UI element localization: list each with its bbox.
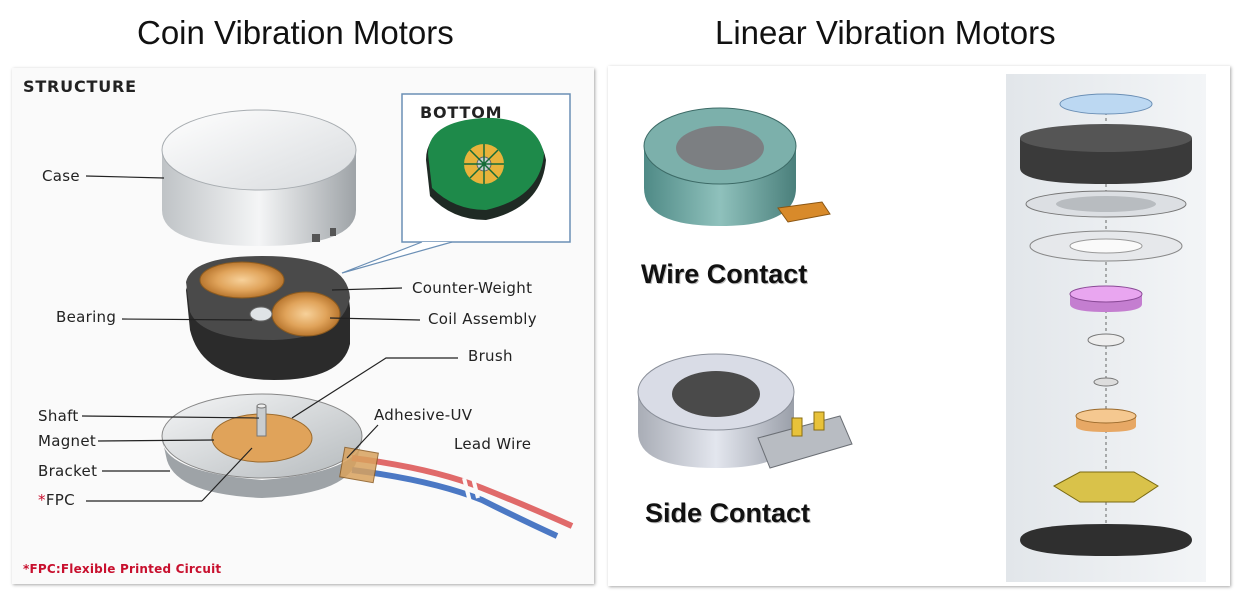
- wire-contact-motor: [643, 107, 831, 226]
- exploded-linear-motor: [1020, 93, 1192, 556]
- adhesive-uv-label: Adhesive-UV: [374, 406, 473, 424]
- fpc-footnote: *FPC:Flexible Printed Circuit: [23, 562, 222, 576]
- coil-assembly-label: Coil Assembly: [428, 310, 537, 328]
- structure-label: STRUCTURE: [23, 77, 137, 96]
- linear-motors-illustrations: [637, 74, 1206, 582]
- counter-weight-label: Counter-Weight: [412, 279, 533, 297]
- brush-label: Brush: [468, 347, 513, 365]
- side-contact-motor: [637, 353, 853, 469]
- bracket-part: [161, 393, 363, 498]
- shaft-label: Shaft: [38, 407, 79, 425]
- coin-exploded-diagram: [81, 93, 574, 539]
- coin-structure-panel: STRUCTURE BOTTOM Case Counter-Weight Bea…: [12, 68, 594, 584]
- counter-weight-part: [186, 256, 350, 380]
- lead-wire-part: [339, 446, 574, 539]
- bottom-label: BOTTOM: [420, 103, 503, 122]
- lead-wire-label: Lead Wire: [454, 435, 532, 453]
- coin-motors-title: Coin Vibration Motors: [137, 14, 454, 51]
- fpc-label-text: FPC: [45, 491, 75, 509]
- bottom-view-part: [426, 117, 546, 220]
- bearing-label: Bearing: [56, 308, 117, 326]
- bracket-label: Bracket: [38, 462, 98, 480]
- case-part: [161, 109, 357, 246]
- case-label: Case: [42, 167, 80, 185]
- linear-motors-title: Linear Vibration Motors: [715, 14, 1056, 51]
- fpc-label: *FPC: [38, 491, 75, 509]
- fpc-marker: *: [38, 491, 46, 509]
- linear-motors-panel: Wire Contact Side Contact: [608, 66, 1230, 586]
- side-contact-label: Side Contact: [645, 498, 811, 528]
- leader-lines: [81, 175, 458, 502]
- wire-contact-label: Wire Contact: [641, 259, 808, 289]
- magnet-label: Magnet: [38, 432, 97, 450]
